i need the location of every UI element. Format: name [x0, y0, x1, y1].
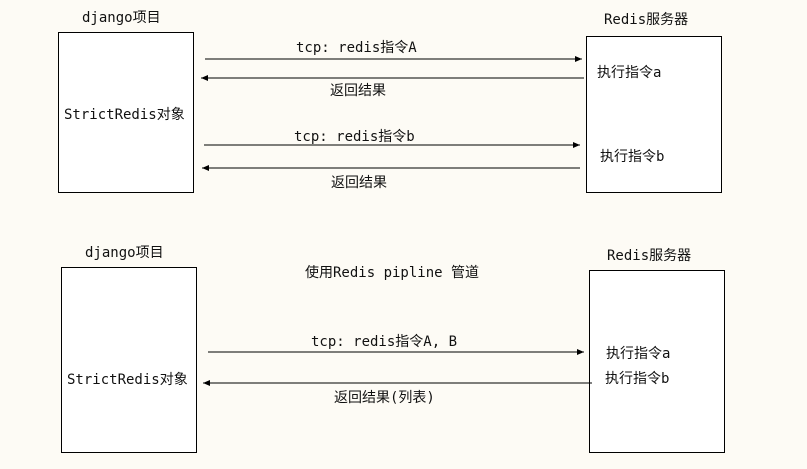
bottom-server-exec-b: 执行指令b	[605, 371, 670, 387]
top-server-exec-b: 执行指令b	[600, 149, 665, 165]
top-client-object-label: StrictRedis对象	[64, 107, 185, 123]
bottom-client-object-label: StrictRedis对象	[67, 372, 188, 388]
bottom-response-label: 返回结果(列表)	[334, 390, 435, 406]
bottom-client-box: StrictRedis对象	[61, 267, 197, 453]
top-server-box: 执行指令a 执行指令b	[586, 36, 722, 193]
top-response-2-label: 返回结果	[331, 175, 387, 191]
top-server-exec-a: 执行指令a	[597, 65, 662, 81]
pipeline-caption: 使用Redis pipline 管道	[305, 265, 480, 281]
top-client-box: StrictRedis对象	[58, 32, 194, 193]
bottom-client-title: django项目	[85, 245, 164, 261]
bottom-server-exec-a: 执行指令a	[606, 346, 671, 362]
top-request-a-label: tcp: redis指令A	[296, 40, 417, 56]
bottom-server-box: 执行指令a 执行指令b	[589, 270, 725, 453]
bottom-request-label: tcp: redis指令A, B	[311, 334, 458, 350]
top-server-title: Redis服务器	[604, 12, 689, 28]
top-request-b-label: tcp: redis指令b	[294, 129, 415, 145]
top-client-title: django项目	[82, 10, 161, 26]
bottom-server-title: Redis服务器	[607, 248, 692, 264]
top-response-1-label: 返回结果	[330, 83, 386, 99]
